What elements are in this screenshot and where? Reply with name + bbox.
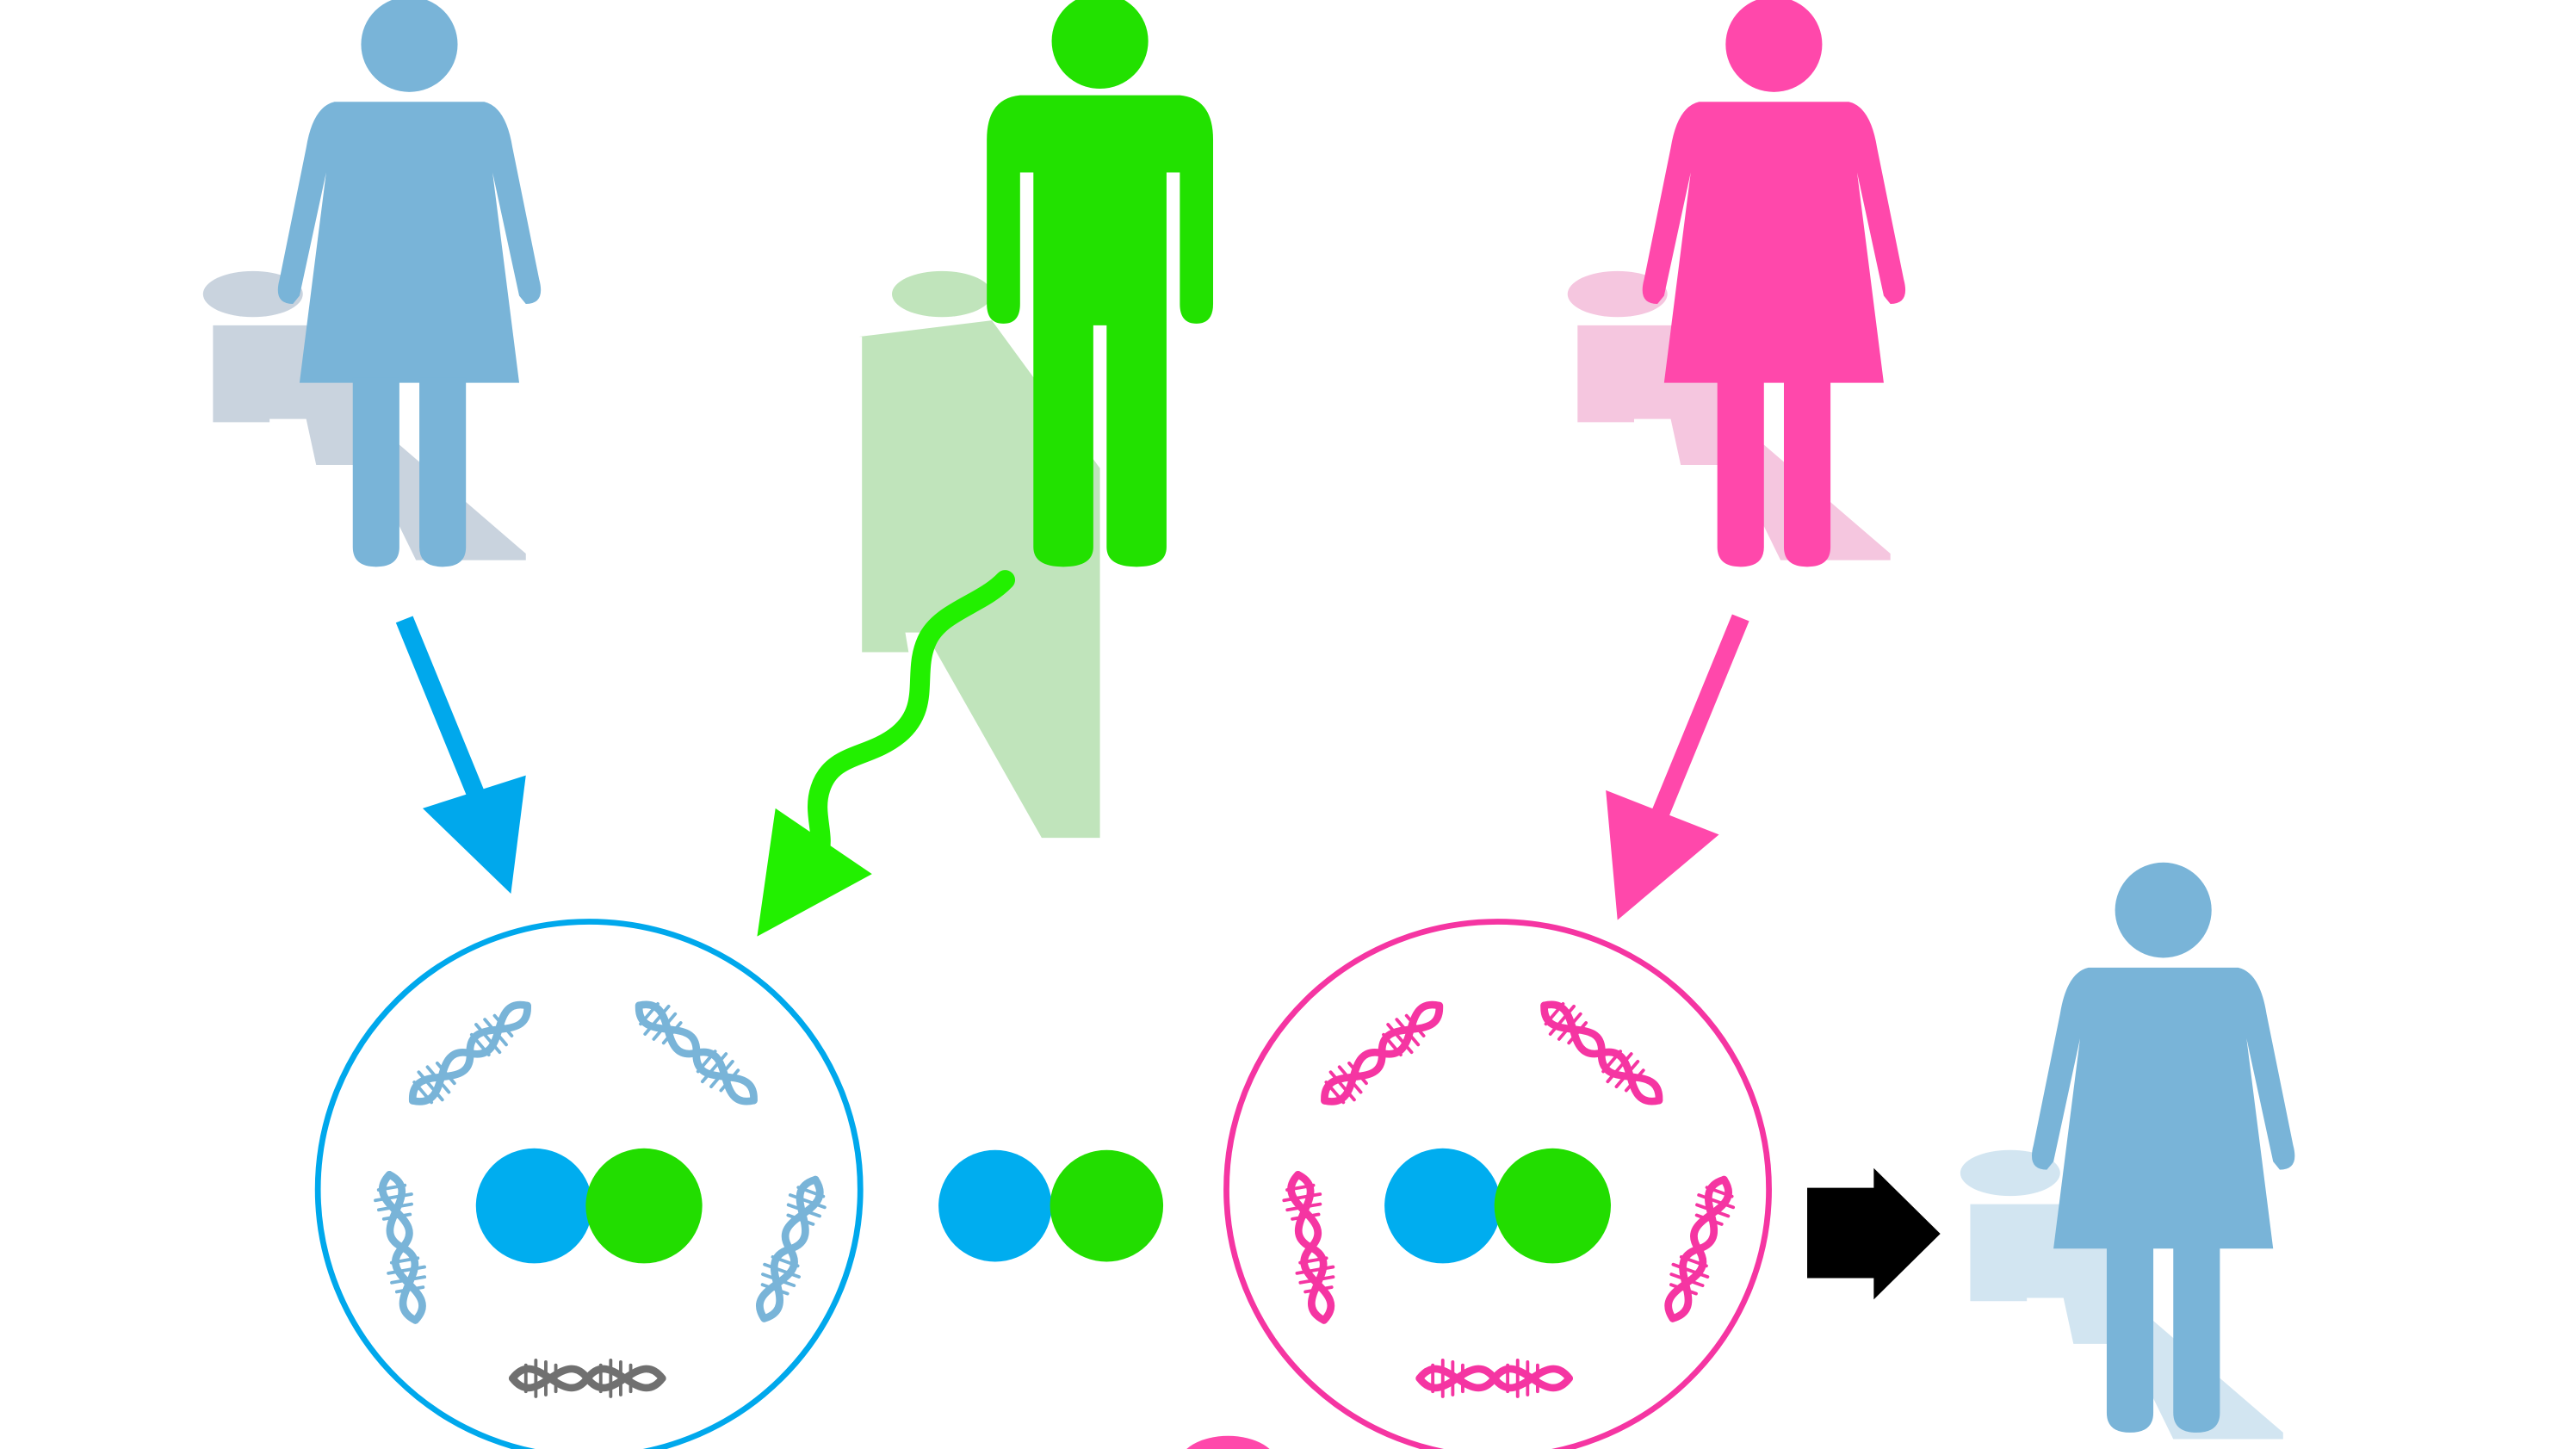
nucleus-icon bbox=[475, 1148, 703, 1264]
dna-icon bbox=[628, 992, 766, 1115]
transferred-nucleus bbox=[938, 1149, 1164, 1262]
straight-arrow-icon bbox=[395, 616, 486, 802]
block-arrow-icon bbox=[1807, 1167, 1941, 1300]
dna-icon bbox=[747, 1173, 833, 1325]
partial-pink-element bbox=[1186, 1435, 1270, 1449]
nucleus-icon bbox=[1050, 1149, 1164, 1262]
recipient-egg-cell bbox=[1223, 919, 1772, 1449]
dna-icon bbox=[1533, 992, 1671, 1115]
dna-icon bbox=[512, 1360, 662, 1396]
dna-icon bbox=[371, 1172, 433, 1323]
dna-icon bbox=[1420, 1360, 1570, 1396]
wavy-arrow-icon bbox=[808, 570, 1016, 864]
donor-egg-cell bbox=[314, 919, 864, 1449]
nucleus-icon bbox=[1384, 1148, 1611, 1264]
dna-icon bbox=[1656, 1173, 1741, 1325]
dna-icon bbox=[1280, 1172, 1342, 1323]
straight-arrow-icon bbox=[1650, 614, 1749, 820]
dna-icon bbox=[1313, 992, 1452, 1115]
green-wavy-arrow bbox=[757, 570, 1016, 937]
blue-straight-arrow bbox=[395, 616, 526, 895]
pink-straight-arrow bbox=[1606, 614, 1749, 920]
nucleus-icon bbox=[938, 1149, 1052, 1262]
dna-icon bbox=[401, 992, 540, 1115]
black-block-arrow bbox=[1807, 1167, 1941, 1300]
